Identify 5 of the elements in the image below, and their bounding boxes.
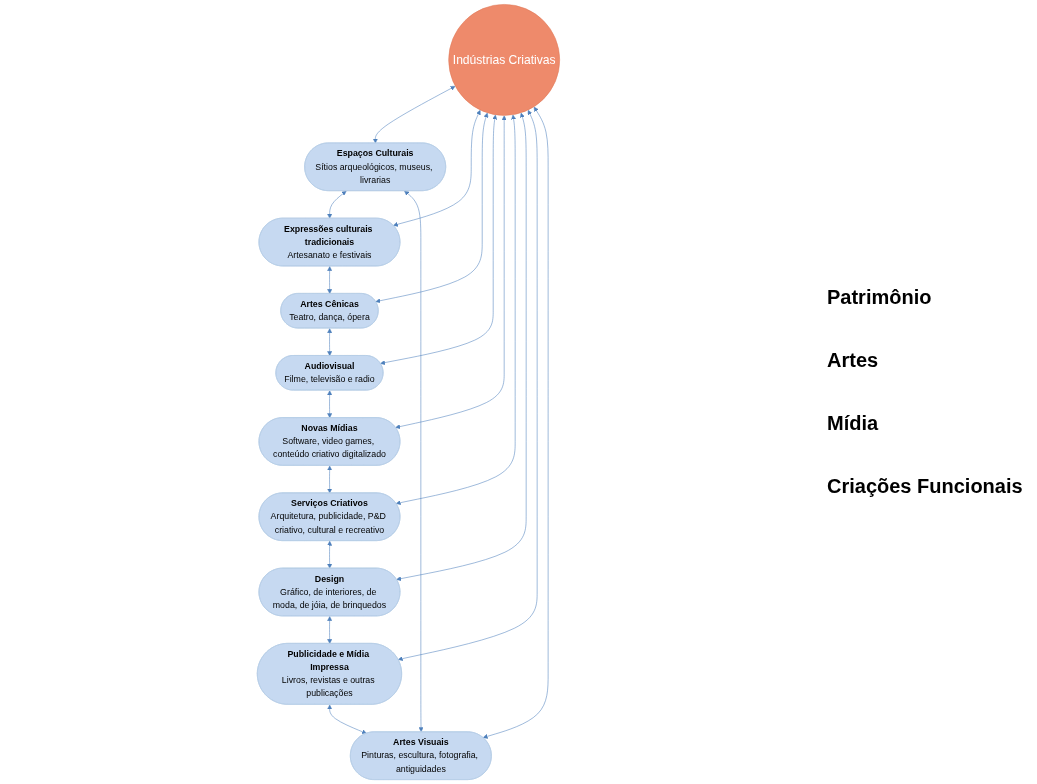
category-label: Artes xyxy=(827,349,880,372)
category-label: Criações Funcionais xyxy=(827,475,1024,498)
node-circle: Indústrias Criativas xyxy=(448,4,560,116)
category-label: Patrimônio xyxy=(827,286,933,309)
category-label: Mídia xyxy=(827,412,880,435)
